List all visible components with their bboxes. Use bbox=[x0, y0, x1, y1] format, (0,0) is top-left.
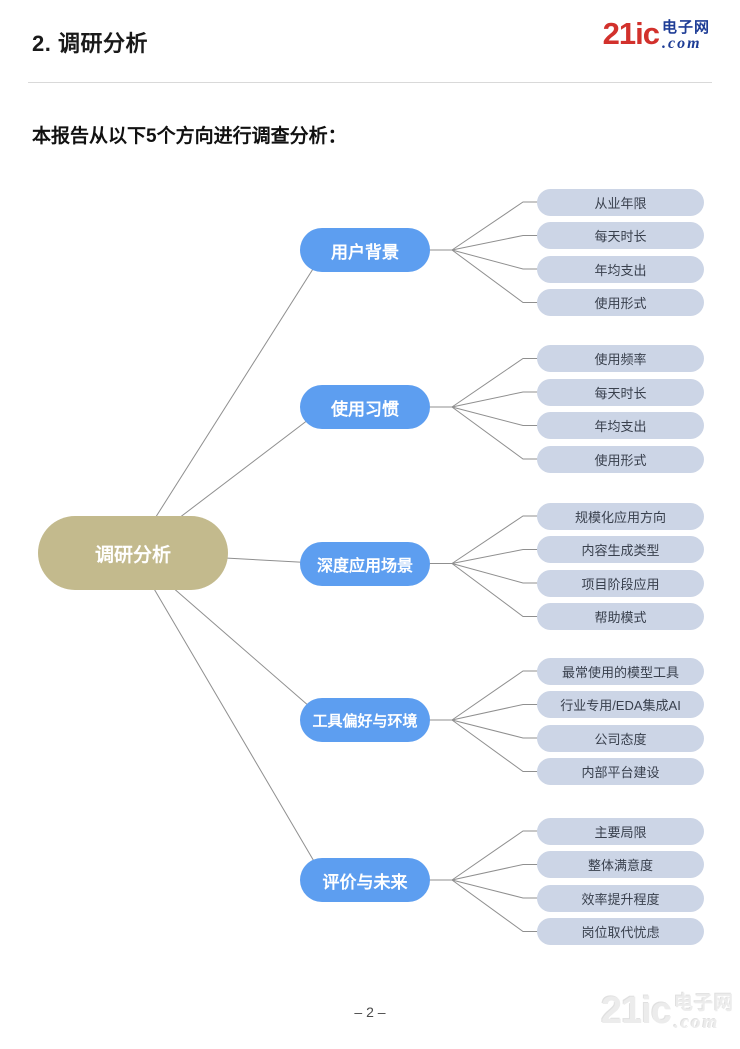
child-node: 项目阶段应用 bbox=[537, 569, 704, 597]
child-node: 使用形式 bbox=[537, 289, 704, 316]
branch-node: 评价与未来 bbox=[300, 858, 430, 902]
child-node: 整体满意度 bbox=[537, 851, 704, 878]
child-node: 最常使用的模型工具 bbox=[537, 657, 704, 685]
child-node: 年均支出 bbox=[537, 412, 704, 439]
branch-node: 用户背景 bbox=[300, 228, 430, 272]
child-node: 主要局限 bbox=[537, 817, 704, 845]
child-node: 行业专用/EDA集成AI bbox=[537, 691, 704, 718]
child-node: 帮助模式 bbox=[537, 603, 704, 630]
child-node: 规模化应用方向 bbox=[537, 502, 704, 530]
watermark-brand-text: 21ic bbox=[601, 990, 672, 1032]
watermark-domain-text: .com bbox=[673, 1012, 720, 1033]
child-node: 每天时长 bbox=[537, 222, 704, 249]
child-node: 从业年限 bbox=[537, 188, 704, 216]
21ic-logo: 21ic 电子网 .com bbox=[603, 18, 710, 52]
watermark-logo: 21ic 电子网 .com bbox=[601, 992, 734, 1032]
central-node: 调研分析 bbox=[38, 516, 228, 590]
child-node: 公司态度 bbox=[537, 724, 704, 752]
child-node: 效率提升程度 bbox=[537, 884, 704, 912]
branch-node: 工具偏好与环境 bbox=[300, 698, 430, 742]
child-node: 使用频率 bbox=[537, 345, 704, 372]
child-node: 内部平台建设 bbox=[537, 758, 704, 785]
child-node: 年均支出 bbox=[537, 255, 704, 283]
child-node: 内容生成类型 bbox=[537, 536, 704, 563]
logo-name-text: 电子网 bbox=[661, 19, 710, 36]
watermark-name-text: 电子网 bbox=[673, 993, 734, 1014]
logo-domain-text: .com bbox=[661, 35, 702, 52]
page-title: 2. 调研分析 bbox=[32, 31, 148, 56]
intro-text: 本报告从以下5个方向进行调查分析： bbox=[32, 126, 347, 147]
header-divider bbox=[28, 82, 712, 83]
child-node: 使用形式 bbox=[537, 445, 704, 473]
branch-node: 深度应用场景 bbox=[300, 541, 430, 586]
child-node: 岗位取代忧虑 bbox=[537, 918, 704, 945]
page-number: – 2 – bbox=[354, 1004, 386, 1020]
logo-brand-text: 21ic bbox=[602, 16, 660, 51]
child-node: 每天时长 bbox=[537, 378, 704, 406]
branch-node: 使用习惯 bbox=[300, 385, 430, 429]
